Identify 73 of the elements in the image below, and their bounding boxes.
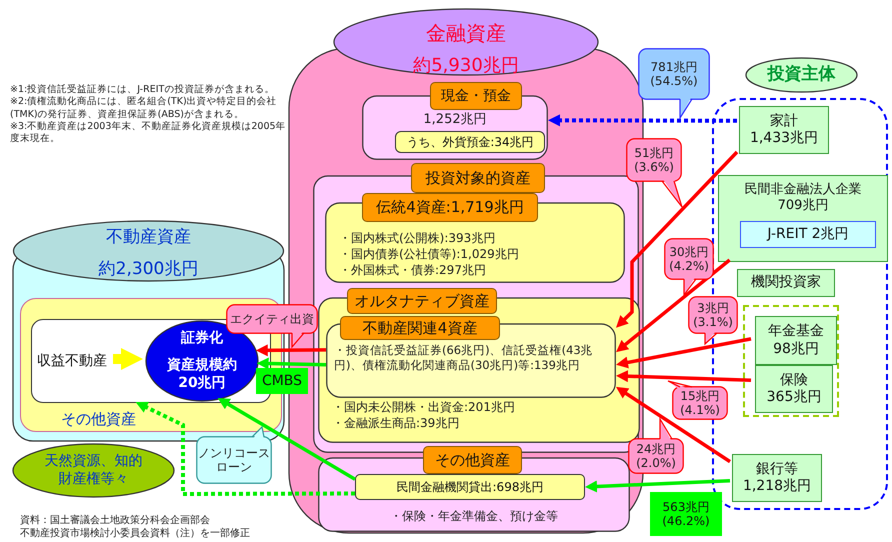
group-frame	[743, 305, 839, 417]
box-text: 365兆円	[766, 389, 822, 406]
item-text: ・国内株式(公開株):393兆円	[339, 230, 496, 246]
arrow	[585, 479, 730, 492]
value-box	[740, 221, 876, 248]
title-text: 金融資産	[425, 22, 507, 45]
box-text: 1,218兆円	[742, 478, 812, 496]
category-panel	[318, 446, 630, 532]
item-text: ・保険・年金準備金、預け金等	[389, 508, 559, 524]
note-text: ※1:投資信託受益証券には、J-REITの投資証券が含まれる。	[10, 84, 276, 96]
node-label: 収益不動産	[37, 351, 115, 371]
box-text: 銀行等	[756, 460, 798, 478]
box-text: 家計	[770, 112, 798, 130]
box-text: 709兆円	[778, 198, 828, 214]
section-tab: 伝統4資産:1,719兆円	[362, 193, 538, 222]
item-text: ・国内債券(公社債等):1,029兆円	[339, 246, 520, 262]
ellipse-shape	[12, 443, 175, 498]
block-arrow	[113, 348, 143, 370]
arrow	[616, 337, 752, 368]
entity-box	[755, 316, 837, 365]
title-text: 不動産資産	[105, 228, 192, 248]
box-text: J-REIT 2兆円	[767, 226, 849, 244]
section-tab: 現金・預金	[430, 82, 522, 110]
dotted-arrow	[136, 402, 355, 496]
entity-box	[737, 269, 835, 297]
box-text: 民間金融機関貸出:698兆円	[396, 480, 544, 494]
item-text: ・外国株式・債券:297兆円	[339, 262, 487, 278]
box-text: 保険	[780, 372, 808, 389]
panel-label: その他資産	[61, 410, 136, 429]
note-text: ※3:不動産資産は2003年末、不動産証券化資産規模は2005年度末現在。	[10, 121, 287, 146]
ellipse-text: 天然資源、知的財産権等々	[44, 453, 144, 488]
item-text: ・投資信託受益証券(66兆円)、信託受益権(43兆円)、債権流動化関連商品(30兆円)等:139兆円	[334, 343, 594, 373]
note-text: ※2:債権流動化商品には、匿名組合(TK)出資や特定目的会社(TMK)の発行証券、資産担保証券(ABS)が含まれる。	[10, 96, 278, 121]
heading-ellipse	[745, 57, 858, 93]
entity-box	[718, 175, 888, 262]
note-text: 資料：国土審議会土地政策分科会企画部会	[20, 514, 211, 527]
arrow	[616, 150, 738, 328]
section-tab: 投資対象的資産	[411, 163, 545, 193]
item-text: ・国内未公開株・出資金:201兆円	[332, 399, 516, 415]
ellipse-text: 資産規模約20兆円	[166, 357, 238, 392]
category-panel	[318, 288, 640, 443]
box-text: 1,433兆円	[750, 130, 818, 148]
note-text: 不動産投資市場検討小委員会資料（注）を一部修正	[20, 527, 251, 540]
arrow	[256, 358, 326, 370]
box-text: 機関投資家	[751, 274, 821, 292]
item-text: 1,252兆円	[422, 112, 488, 128]
amount-text: 約2,300兆円	[98, 260, 200, 280]
category-panel	[326, 316, 616, 398]
arrow	[218, 398, 356, 481]
amount-text: 約5,930兆円	[412, 56, 520, 77]
arrow	[616, 386, 731, 464]
entity-box	[739, 106, 829, 154]
ellipse-text: 証券化	[181, 330, 223, 348]
arrow	[256, 344, 326, 356]
arrow	[616, 370, 752, 382]
category-panel	[325, 193, 625, 283]
edge-label: 563兆円 (46.2%)	[650, 492, 722, 536]
category-panel	[362, 82, 548, 160]
box-text: 年金基金	[768, 323, 824, 340]
dotted-arrow	[548, 114, 737, 126]
item-text: ・金融派生商品:39兆円	[332, 415, 460, 431]
value-box	[355, 474, 585, 500]
section-tab: 不動産関連4資産	[340, 316, 500, 340]
entity-box	[732, 454, 822, 502]
box-text: 民間非金融法人企業	[744, 182, 862, 198]
value-box	[395, 131, 545, 153]
ellipse-text: 投資主体	[768, 64, 836, 86]
box-text: 98兆円	[773, 340, 819, 358]
box-text: うち、外貨預金:34兆円	[406, 134, 534, 150]
entity-box	[755, 365, 833, 413]
section-tab: その他資産	[423, 446, 522, 474]
section-tab: オルタナティブ資産	[347, 288, 497, 314]
edge-label: CMBS	[256, 368, 308, 394]
